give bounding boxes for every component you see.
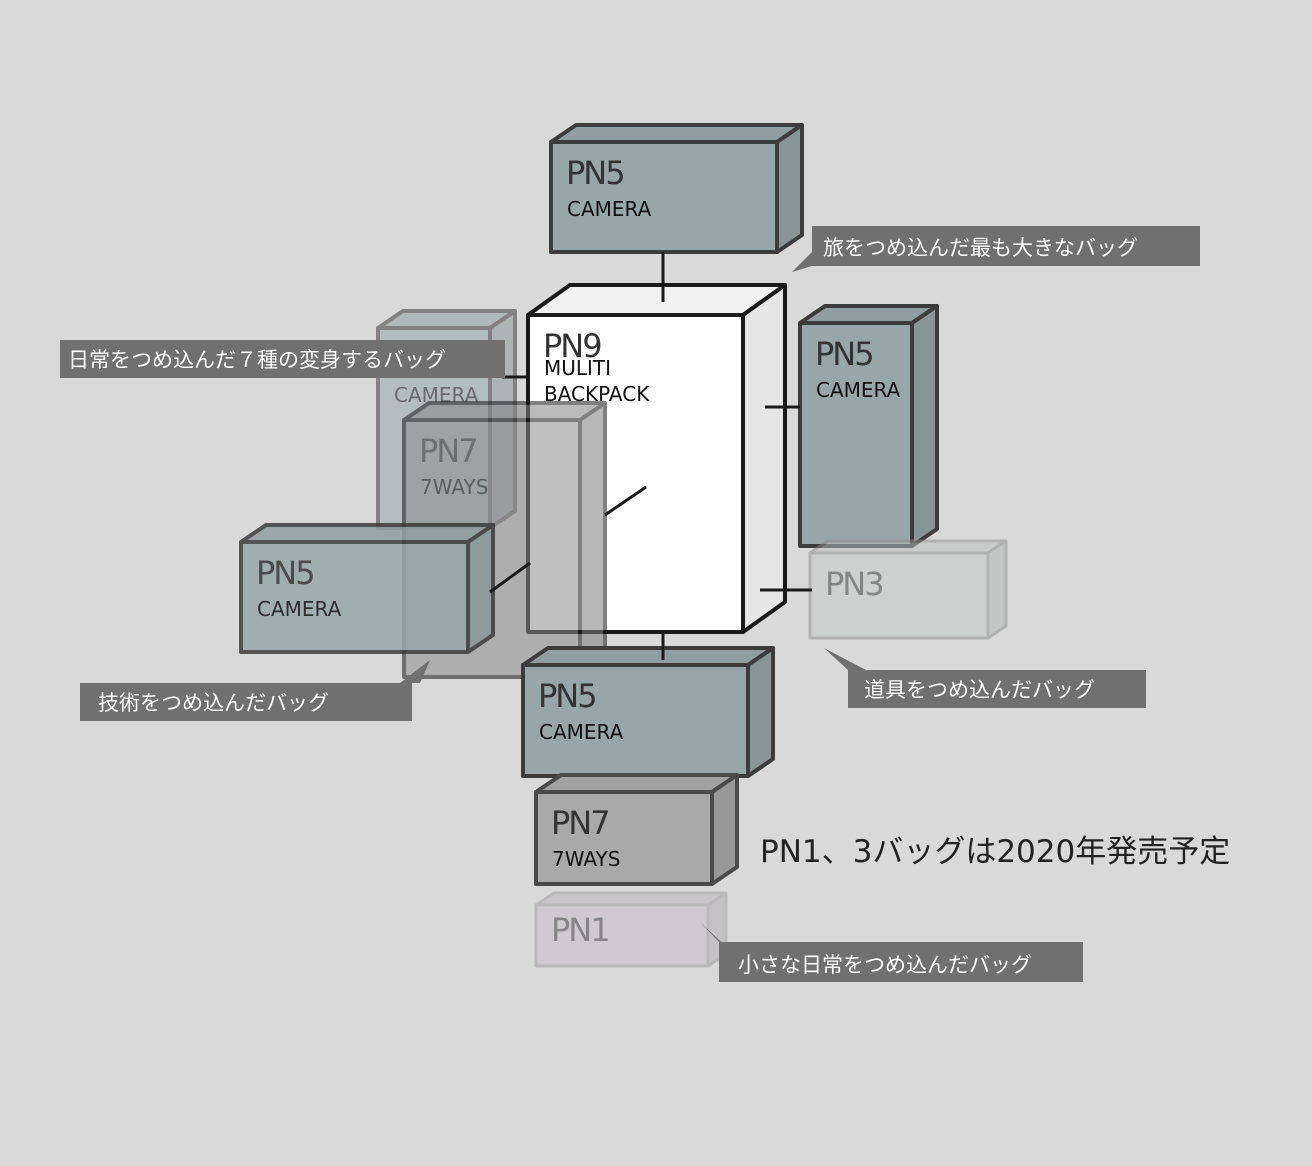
box-subtitle: CAMERA (567, 197, 652, 221)
caption-largest: 旅をつめ込んだ最も大きなバッグ (823, 236, 1138, 260)
connector-lines (489, 252, 812, 660)
caption-tools-bg (848, 670, 1146, 708)
box-code: PN9 (543, 327, 601, 365)
box-front-face (534, 903, 710, 968)
box-top-face (239, 523, 495, 544)
box-subtitle: CAMERA (257, 597, 342, 621)
box-top-face (534, 773, 739, 794)
caption-small-bg (719, 942, 1083, 982)
box-subtitle: MULITI (544, 356, 611, 380)
box-side-face (741, 283, 787, 634)
connector (604, 485, 647, 517)
caption-pointer (824, 648, 866, 670)
box-top-face (402, 401, 607, 422)
box-code: PN7 (551, 804, 609, 842)
caption-pointer (792, 252, 812, 272)
box-front-face (239, 540, 470, 654)
box-side-face (746, 646, 775, 778)
box-top-face (521, 646, 775, 667)
box-side-face (710, 773, 739, 886)
caption-largest-bg (812, 226, 1200, 266)
caption-small: 小さな日常をつめ込んだバッグ (738, 953, 1032, 977)
box-subtitle: 7WAYS (420, 475, 488, 499)
box-subtitle: CAMERA (539, 720, 624, 744)
box-front-face (808, 551, 990, 640)
box-code: PN3 (825, 565, 883, 603)
box-side-face (986, 539, 1008, 640)
connector (489, 561, 531, 594)
box-code: PN1 (551, 911, 609, 949)
box-code: PN5 (256, 554, 314, 592)
box-front-face (521, 663, 750, 778)
box-top-face (534, 891, 728, 907)
box-top-face (808, 539, 1008, 555)
box-side-face (910, 304, 939, 548)
box-side-face (775, 123, 804, 254)
box-pn3: PN3 (808, 539, 1008, 640)
box-pn1: PN1 (534, 891, 728, 968)
box-front-face (534, 790, 714, 886)
release-note: PN1、3バッグは2020年発売予定 (760, 834, 1230, 870)
box-subtitle: 7WAYS (552, 847, 620, 871)
box-side-face (578, 401, 607, 679)
caption-pointer (400, 660, 430, 683)
box-code: PN5 (538, 677, 596, 715)
caption-daily7: 日常をつめ込んだ７種の変身するバッグ (68, 348, 446, 372)
caption-tools: 道具をつめ込んだバッグ (864, 678, 1095, 702)
box-top-face (549, 123, 804, 144)
box-code: PN5 (815, 335, 873, 373)
box-code: PN7 (419, 432, 477, 470)
box-front-face (798, 321, 914, 548)
box-code: PN5 (566, 154, 624, 192)
box-side-face (466, 523, 495, 654)
box-subtitle: CAMERA (816, 378, 901, 402)
box-pn7-bottom: PN7 7WAYS (534, 773, 739, 886)
caption-daily7-bg (60, 340, 505, 378)
caption-tech: 技術をつめ込んだバッグ (98, 691, 329, 715)
box-front-face (549, 140, 779, 254)
caption-tech-bg (80, 683, 412, 721)
